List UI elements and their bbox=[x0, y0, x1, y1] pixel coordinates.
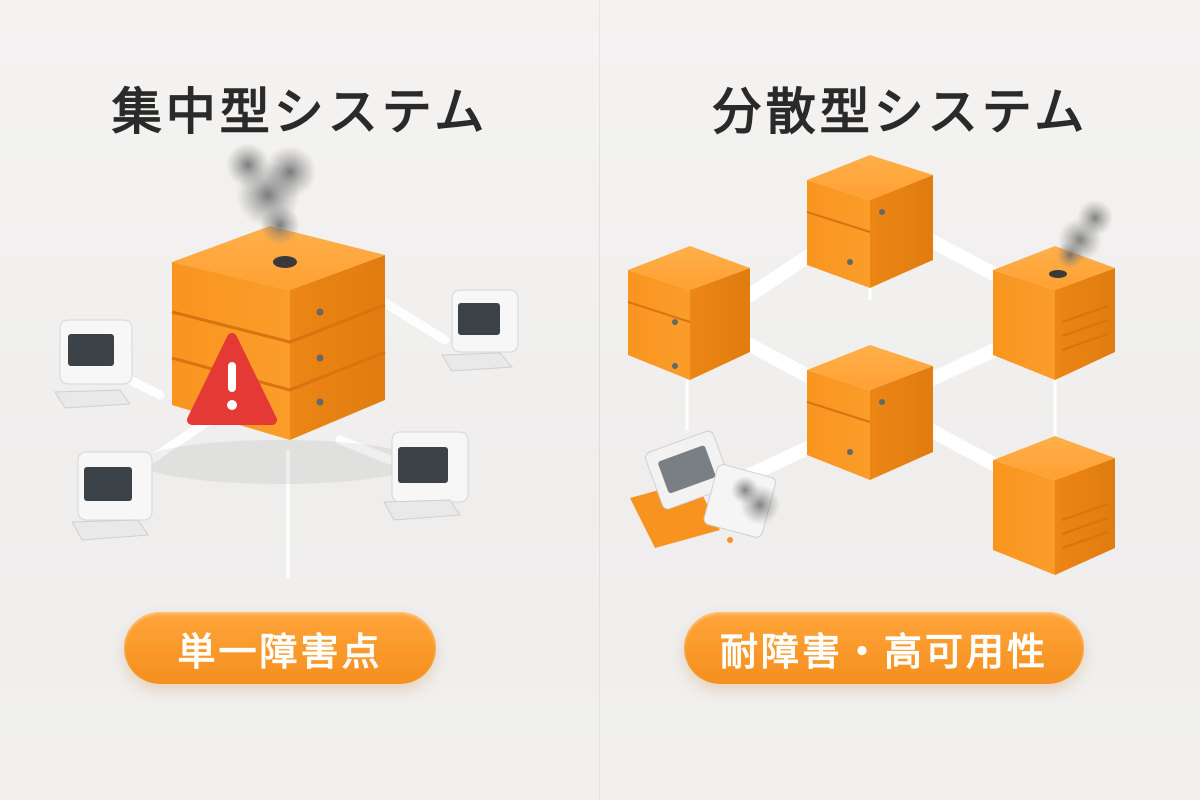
server-node-icon bbox=[806, 345, 933, 480]
computer-terminal-icon bbox=[54, 319, 133, 409]
network-links bbox=[743, 233, 1012, 482]
centralized-panel: 集中型システム bbox=[0, 0, 600, 800]
computer-terminal-icon bbox=[71, 451, 153, 541]
distributed-title: 分散型システム bbox=[711, 83, 1089, 141]
centralized-illustration bbox=[54, 143, 519, 578]
server-node-icon bbox=[993, 246, 1115, 380]
server-node-icon bbox=[993, 436, 1115, 575]
smoke-icon bbox=[731, 476, 780, 525]
warning-triangle-icon bbox=[187, 333, 277, 425]
server-node-icon bbox=[627, 246, 750, 380]
connection-lines bbox=[125, 295, 450, 465]
distributed-panel: 分散型システム bbox=[600, 0, 1200, 800]
fault-tolerance-badge: 耐障害・高可用性 bbox=[684, 612, 1084, 684]
single-point-of-failure-badge: 単一障害点 bbox=[124, 612, 436, 684]
central-server-icon bbox=[140, 226, 420, 484]
server-node-icon bbox=[806, 155, 933, 288]
distributed-illustration bbox=[627, 155, 1115, 575]
computer-terminal-icon bbox=[383, 431, 469, 521]
smoke-icon bbox=[226, 143, 316, 245]
computer-terminal-icon bbox=[441, 289, 519, 372]
centralized-title: 集中型システム bbox=[111, 83, 489, 141]
smoke-icon bbox=[1056, 200, 1113, 269]
